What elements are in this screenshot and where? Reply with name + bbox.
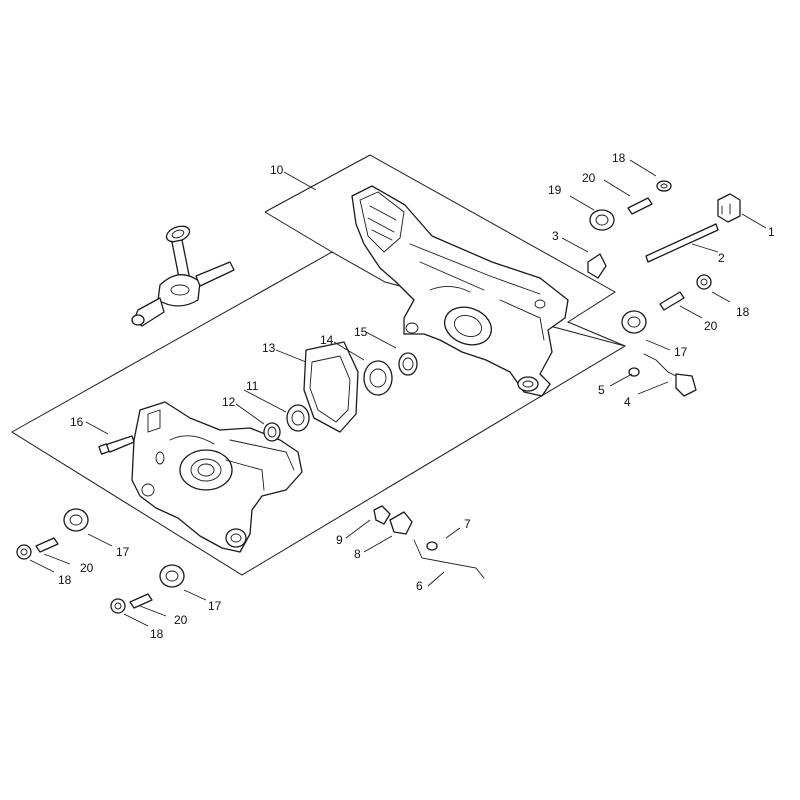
callout-13: 13 (262, 341, 276, 355)
washer-icon (656, 180, 672, 192)
nut-icon (426, 541, 438, 551)
upper-group-boundary-left (264, 211, 333, 253)
upper-group-boundary (264, 154, 626, 347)
callout-16: 16 (70, 415, 84, 429)
rubber-buffer-icon (589, 209, 615, 231)
washer-icon (16, 544, 32, 560)
cap-icon (389, 511, 413, 535)
callout-1: 1 (768, 225, 775, 239)
ball-bearing-icon (363, 360, 393, 396)
rubber-buffer-icon (159, 564, 185, 588)
callout-20-top: 20 (582, 171, 596, 185)
connector-icon (717, 193, 741, 223)
callout-18-bottom: 18 (150, 627, 164, 641)
callout-15: 15 (354, 325, 368, 339)
callout-19: 19 (548, 183, 562, 197)
callout-9: 9 (336, 533, 343, 547)
callout-10: 10 (270, 163, 284, 177)
washer-icon (110, 598, 126, 614)
callout-11: 11 (246, 379, 259, 393)
callout-6: 6 (416, 579, 423, 593)
callout-7: 7 (464, 517, 471, 531)
wire-rod-icon (413, 539, 485, 579)
oil-seal-icon (263, 422, 281, 442)
callout-3: 3 (552, 229, 559, 243)
callout-18-top: 18 (612, 151, 626, 165)
callout-20-bottom: 20 (174, 613, 188, 627)
callout-18-right: 18 (736, 305, 750, 319)
pin-icon (627, 197, 653, 215)
callout-5: 5 (598, 383, 605, 397)
bracket-icon (587, 253, 607, 279)
callout-14: 14 (320, 333, 334, 347)
pin-icon (659, 291, 685, 311)
leader-lines (29, 159, 767, 627)
callout-20-left: 20 (80, 561, 94, 575)
rubber-buffer-icon (63, 508, 89, 532)
pin-icon (129, 593, 153, 609)
washer-icon (696, 274, 712, 290)
callout-4: 4 (624, 395, 631, 409)
switch-icon (643, 353, 697, 397)
callout-20-right: 20 (704, 319, 718, 333)
oil-seal-icon (398, 352, 418, 376)
fitting-icon (373, 505, 391, 525)
callout-18-left: 18 (58, 573, 72, 587)
gasket-icon (303, 341, 359, 433)
callout-12: 12 (222, 395, 236, 409)
callout-2: 2 (718, 251, 725, 265)
crankshaft-icon (131, 225, 235, 327)
callout-17-upper: 17 (674, 345, 688, 359)
crankcase-left-half (131, 401, 303, 553)
callout-17-lower: 17 (208, 599, 222, 613)
rod-icon (645, 223, 719, 263)
callout-8: 8 (354, 547, 361, 561)
crankcase-right-half (351, 185, 569, 397)
callout-labels: 1 2 3 4 5 6 7 8 9 10 11 12 13 14 15 16 1… (58, 151, 775, 641)
bolt-icon (98, 435, 135, 455)
rubber-buffer-icon (621, 310, 647, 334)
pin-icon (35, 537, 59, 553)
callout-17-middle: 17 (116, 545, 130, 559)
ball-bearing-icon (286, 404, 310, 432)
